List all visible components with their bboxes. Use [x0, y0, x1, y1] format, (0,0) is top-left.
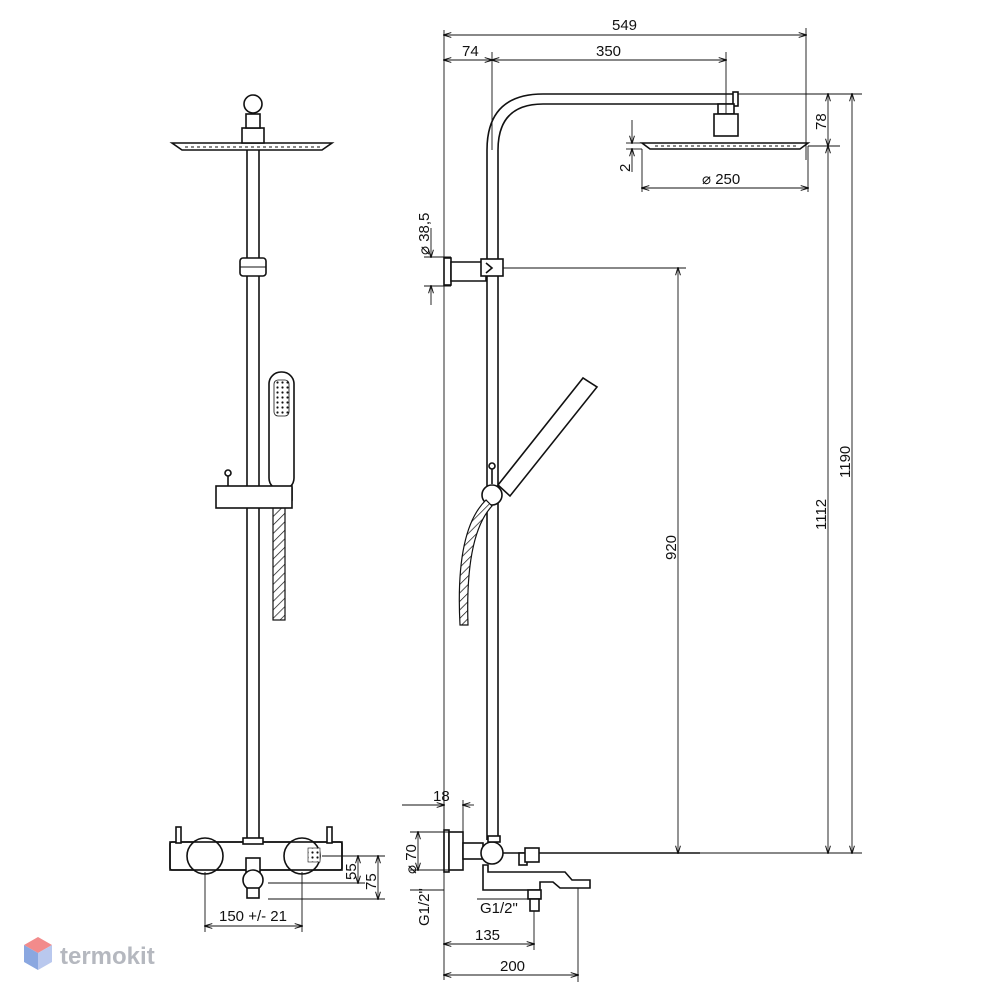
- front-dimensions: 150 +/- 21 55 75: [205, 856, 385, 932]
- dim-holder-height: 920: [663, 535, 680, 560]
- front-slider-bracket: [215, 469, 293, 509]
- front-view: 150 +/- 21 55 75: [169, 94, 385, 932]
- front-shower-head: [169, 94, 335, 151]
- dim-wall-offset: 74: [462, 43, 479, 60]
- side-hand-shower: [458, 376, 599, 626]
- dim-head-height: 78: [813, 113, 830, 130]
- dim-total-height: 1190: [837, 446, 854, 478]
- dim-head-outlet-height: 1112: [813, 499, 830, 530]
- dim-mixer-height-a: 55: [343, 863, 360, 880]
- dim-arm-length: 350: [596, 43, 621, 60]
- dim-holder-diameter: ⌀ 38,5: [416, 213, 433, 255]
- dim-spout-offset: 135: [475, 927, 500, 944]
- dim-head-diameter: ⌀ 250: [702, 171, 740, 188]
- side-shower-head: [639, 103, 811, 150]
- side-dimensions: 549 74 350 78 2 ⌀ 250: [402, 17, 862, 982]
- side-view: 549 74 350 78 2 ⌀ 250: [402, 17, 862, 982]
- brand-watermark: termokit: [24, 937, 155, 970]
- brand-logo-icon: [24, 937, 52, 970]
- dim-spout-length: 200: [500, 958, 525, 975]
- dim-mixer-height-b: 75: [363, 873, 380, 890]
- dim-head-thickness: 2: [617, 164, 634, 172]
- dim-mixer-body-diameter: ⌀ 70: [403, 844, 420, 874]
- side-mixer: [443, 829, 700, 912]
- dim-total-width: 549: [612, 17, 637, 34]
- brand-name: termokit: [60, 943, 155, 970]
- front-mixer: [169, 826, 343, 899]
- dim-outlet-thread: G1/2": [480, 900, 518, 917]
- dim-inlet-thread: G1/2": [416, 888, 433, 926]
- side-riser-arm: [486, 91, 739, 840]
- dim-mixer-depth: 18: [433, 788, 450, 805]
- side-holder: [443, 257, 504, 286]
- dim-inlet-spacing: 150 +/- 21: [219, 908, 287, 925]
